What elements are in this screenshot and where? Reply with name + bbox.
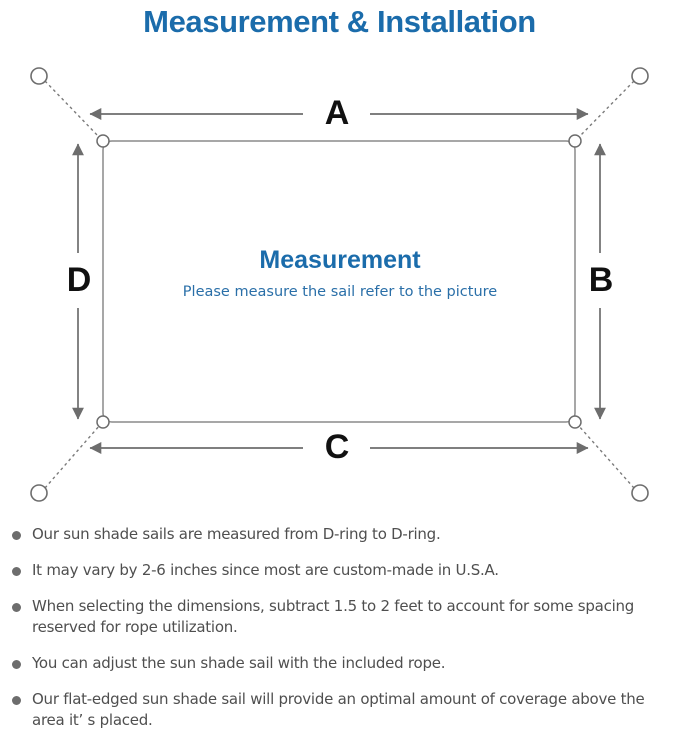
diagram-center-subheading: Please measure the sail refer to the pic…	[183, 284, 497, 300]
bullet-icon	[12, 603, 21, 612]
dimension-label-d: D	[67, 261, 92, 299]
rope-lines	[44, 80, 635, 489]
page-title: Measurement & Installation	[143, 4, 536, 39]
dimension-label-a: A	[325, 94, 350, 132]
anchor-points	[30, 67, 649, 502]
bullet-icon	[12, 660, 21, 669]
d-ring-bottom-right	[568, 415, 582, 429]
diagram-center-heading: Measurement	[259, 246, 421, 274]
note-text: When selecting the dimensions, subtract …	[32, 597, 635, 636]
d-ring-top-left	[96, 134, 110, 148]
note-text: It may vary by 2-6 inches since most are…	[32, 561, 499, 579]
list-item: You can adjust the sun shade sail with t…	[0, 653, 679, 674]
sail-body	[102, 140, 576, 423]
anchor-point-bottom-right	[631, 484, 649, 502]
list-item: It may vary by 2-6 inches since most are…	[0, 560, 679, 581]
list-item: Our flat-edged sun shade sail will provi…	[0, 689, 679, 731]
measurement-diagram: A C D B Measurement Please measure the s…	[0, 48, 679, 518]
anchor-point-top-left	[30, 67, 48, 85]
anchor-point-bottom-left	[30, 484, 48, 502]
list-item: When selecting the dimensions, subtract …	[0, 596, 679, 638]
rope-bottom-right	[577, 424, 635, 489]
bullet-icon	[12, 696, 21, 705]
rope-top-right	[577, 80, 635, 139]
d-ring-top-right	[568, 134, 582, 148]
rope-top-left	[44, 80, 101, 139]
dimension-label-b: B	[589, 261, 614, 299]
list-item: Our sun shade sails are measured from D-…	[0, 524, 679, 545]
d-ring-bottom-left	[96, 415, 110, 429]
anchor-point-top-right	[631, 67, 649, 85]
rope-bottom-left	[44, 424, 101, 489]
note-text: You can adjust the sun shade sail with t…	[32, 654, 446, 672]
dimension-label-c: C	[325, 428, 350, 466]
bullet-icon	[12, 531, 21, 540]
notes-list: Our sun shade sails are measured from D-…	[0, 524, 679, 746]
bullet-icon	[12, 567, 21, 576]
note-text: Our flat-edged sun shade sail will provi…	[32, 690, 645, 729]
note-text: Our sun shade sails are measured from D-…	[32, 525, 441, 543]
d-rings	[96, 134, 582, 429]
